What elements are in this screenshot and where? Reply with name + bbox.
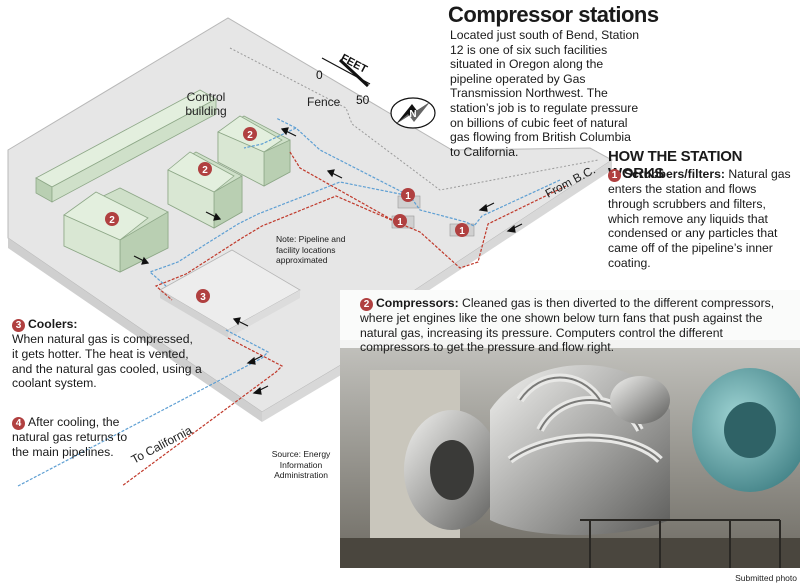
pipeline-blue — [17, 117, 561, 487]
label-to-california: To California — [129, 423, 195, 467]
step-label: Scrubbers/filters: — [624, 167, 725, 181]
cooler-slab — [159, 249, 301, 338]
compressor-building-3 — [217, 115, 291, 187]
badge-scrubber-a: 1 — [401, 188, 415, 202]
how-heading: HOW THE STATION WORKS — [608, 148, 743, 182]
svg-text:1: 1 — [405, 191, 411, 202]
flow-arrows — [133, 127, 523, 395]
step-number-badge: 2 — [360, 298, 373, 311]
photo-credit: Submitted photo — [735, 573, 797, 583]
badge-compressor-b: 2 — [198, 162, 212, 176]
diagram-note: Note: Pipeline and facility locations ap… — [276, 234, 346, 265]
intro-paragraph: Located just south of Bend, Station 12 i… — [450, 28, 640, 159]
source-credit: Source: Energy Information Administratio… — [271, 449, 331, 480]
badge-scrubber-c: 1 — [455, 223, 469, 237]
svg-text:0: 0 — [316, 68, 323, 82]
step-text: After cooling, the natural gas returns t… — [12, 415, 128, 459]
pipeline-red — [121, 151, 567, 487]
label-fence: Fence — [307, 95, 341, 109]
step-number-badge: 3 — [12, 319, 25, 332]
svg-text:2: 2 — [202, 165, 208, 176]
svg-text:2: 2 — [109, 215, 115, 226]
north-arrow-icon: N — [390, 97, 436, 129]
svg-text:1: 1 — [459, 226, 465, 237]
svg-text:50: 50 — [356, 93, 370, 107]
svg-text:2: 2 — [247, 130, 253, 141]
step-text: Natural gas enters the station and flows… — [608, 167, 791, 270]
step-label: Coolers: — [28, 317, 78, 331]
badge-compressor-a: 2 — [105, 212, 119, 226]
label-control-building: Control building — [185, 90, 227, 118]
jet-engine-photo — [340, 290, 800, 568]
step-text: Cleaned gas is then diverted to the diff… — [360, 296, 775, 355]
svg-text:3: 3 — [200, 292, 206, 303]
step-number-badge: 4 — [12, 417, 25, 430]
badge-scrubber-b: 1 — [393, 214, 407, 228]
step-number-badge: 1 — [608, 169, 621, 182]
svg-text:N: N — [409, 109, 416, 120]
control-building — [35, 89, 217, 203]
badge-compressor-c: 2 — [243, 127, 257, 141]
compressor-building-2 — [167, 151, 243, 229]
svg-text:1: 1 — [397, 217, 403, 228]
step-text: When natural gas is compressed, it gets … — [12, 332, 202, 391]
page-title: Compressor stations — [448, 2, 659, 27]
badge-cooler: 3 — [196, 289, 210, 303]
step-label: Compressors: — [376, 296, 459, 310]
